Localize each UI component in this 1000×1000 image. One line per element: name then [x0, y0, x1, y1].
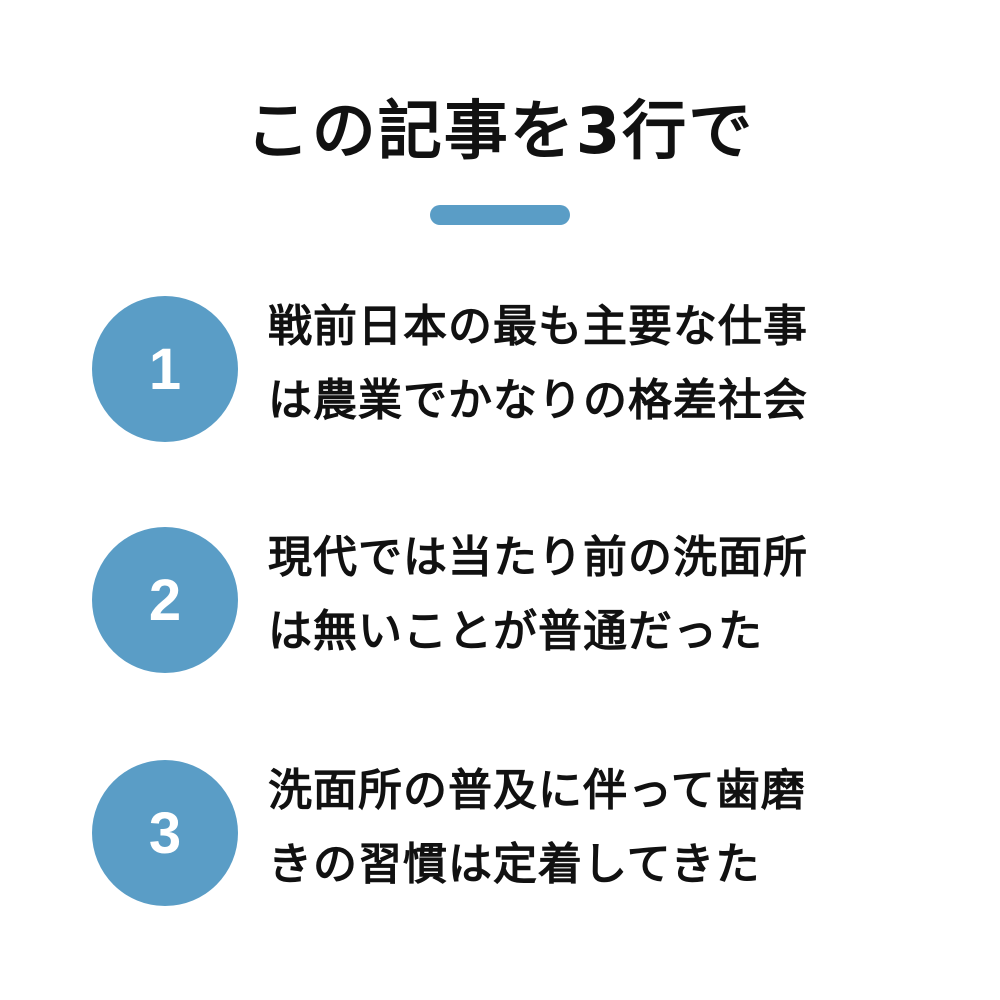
summary-text: 洗面所の普及に伴って歯磨 きの習慣は定着してきた: [268, 754, 928, 902]
summary-line: きの習慣は定着してきた: [268, 839, 761, 890]
number-badge: 2: [92, 527, 238, 673]
summary-line: 洗面所の普及に伴って歯磨: [268, 765, 806, 816]
summary-line: 戦前日本の最も主要な仕事: [268, 301, 808, 352]
title-underline: [430, 205, 570, 225]
summary-text: 戦前日本の最も主要な仕事 は農業でかなりの格差社会: [268, 290, 928, 438]
summary-line: 現代では当たり前の洗面所: [268, 532, 808, 583]
page-title: この記事を3行で: [245, 95, 755, 169]
summary-text: 現代では当たり前の洗面所 は無いことが普通だった: [268, 521, 928, 669]
summary-line: は無いことが普通だった: [268, 606, 763, 657]
summary-item-2: 2 現代では当たり前の洗面所 は無いことが普通だった: [92, 527, 952, 687]
number-badge: 1: [92, 296, 238, 442]
summary-item-1: 1 戦前日本の最も主要な仕事 は農業でかなりの格差社会: [92, 296, 952, 456]
number-badge: 3: [92, 760, 238, 906]
summary-line: は農業でかなりの格差社会: [268, 375, 808, 426]
summary-item-3: 3 洗面所の普及に伴って歯磨 きの習慣は定着してきた: [92, 760, 952, 920]
